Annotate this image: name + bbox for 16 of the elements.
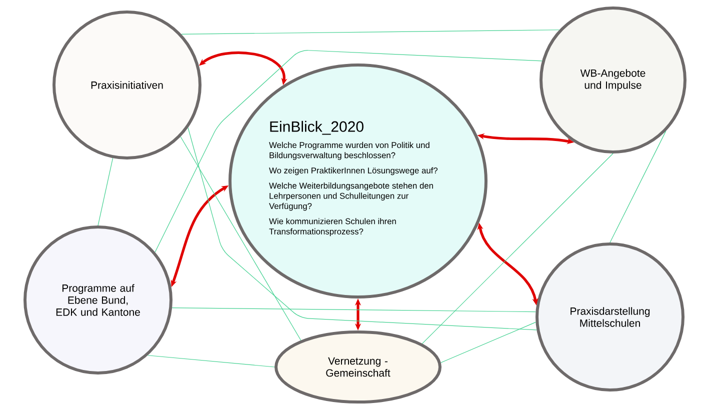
connector-line [181, 30, 560, 34]
circle-node: Praxisinitiativen [52, 10, 202, 160]
circle-node: Praxisdarstellung Mittelschulen [536, 242, 684, 392]
connector-line [154, 50, 542, 252]
connector-line [180, 136, 302, 341]
connector-line [172, 308, 536, 312]
ellipse-node: Vernetzung - Gemeinschaft [274, 330, 442, 404]
connector-line [440, 322, 536, 363]
connector-line [148, 355, 275, 368]
connector-line [422, 153, 614, 344]
ellipse-node: EinBlick_2020 Welche Programme wurden von Politik und Bildungsverwaltung beschlossen? Wo zeigen PraktikerInnen Lösungswege auf? Welche Weiterbildungsangebote stehen den Lehrpersonen und Schulleitungen zur Verfügung? Wie kommunizieren Schulen ihren Transformationsprozess? [228, 64, 488, 298]
circle-node: WB-Angebote und Impulse [540, 6, 686, 154]
connector-line [98, 158, 114, 226]
circle-node: Programme auf Ebene Bund, EDK und Kantone [24, 226, 172, 374]
connector-line [188, 127, 537, 330]
connector-line [610, 130, 666, 243]
